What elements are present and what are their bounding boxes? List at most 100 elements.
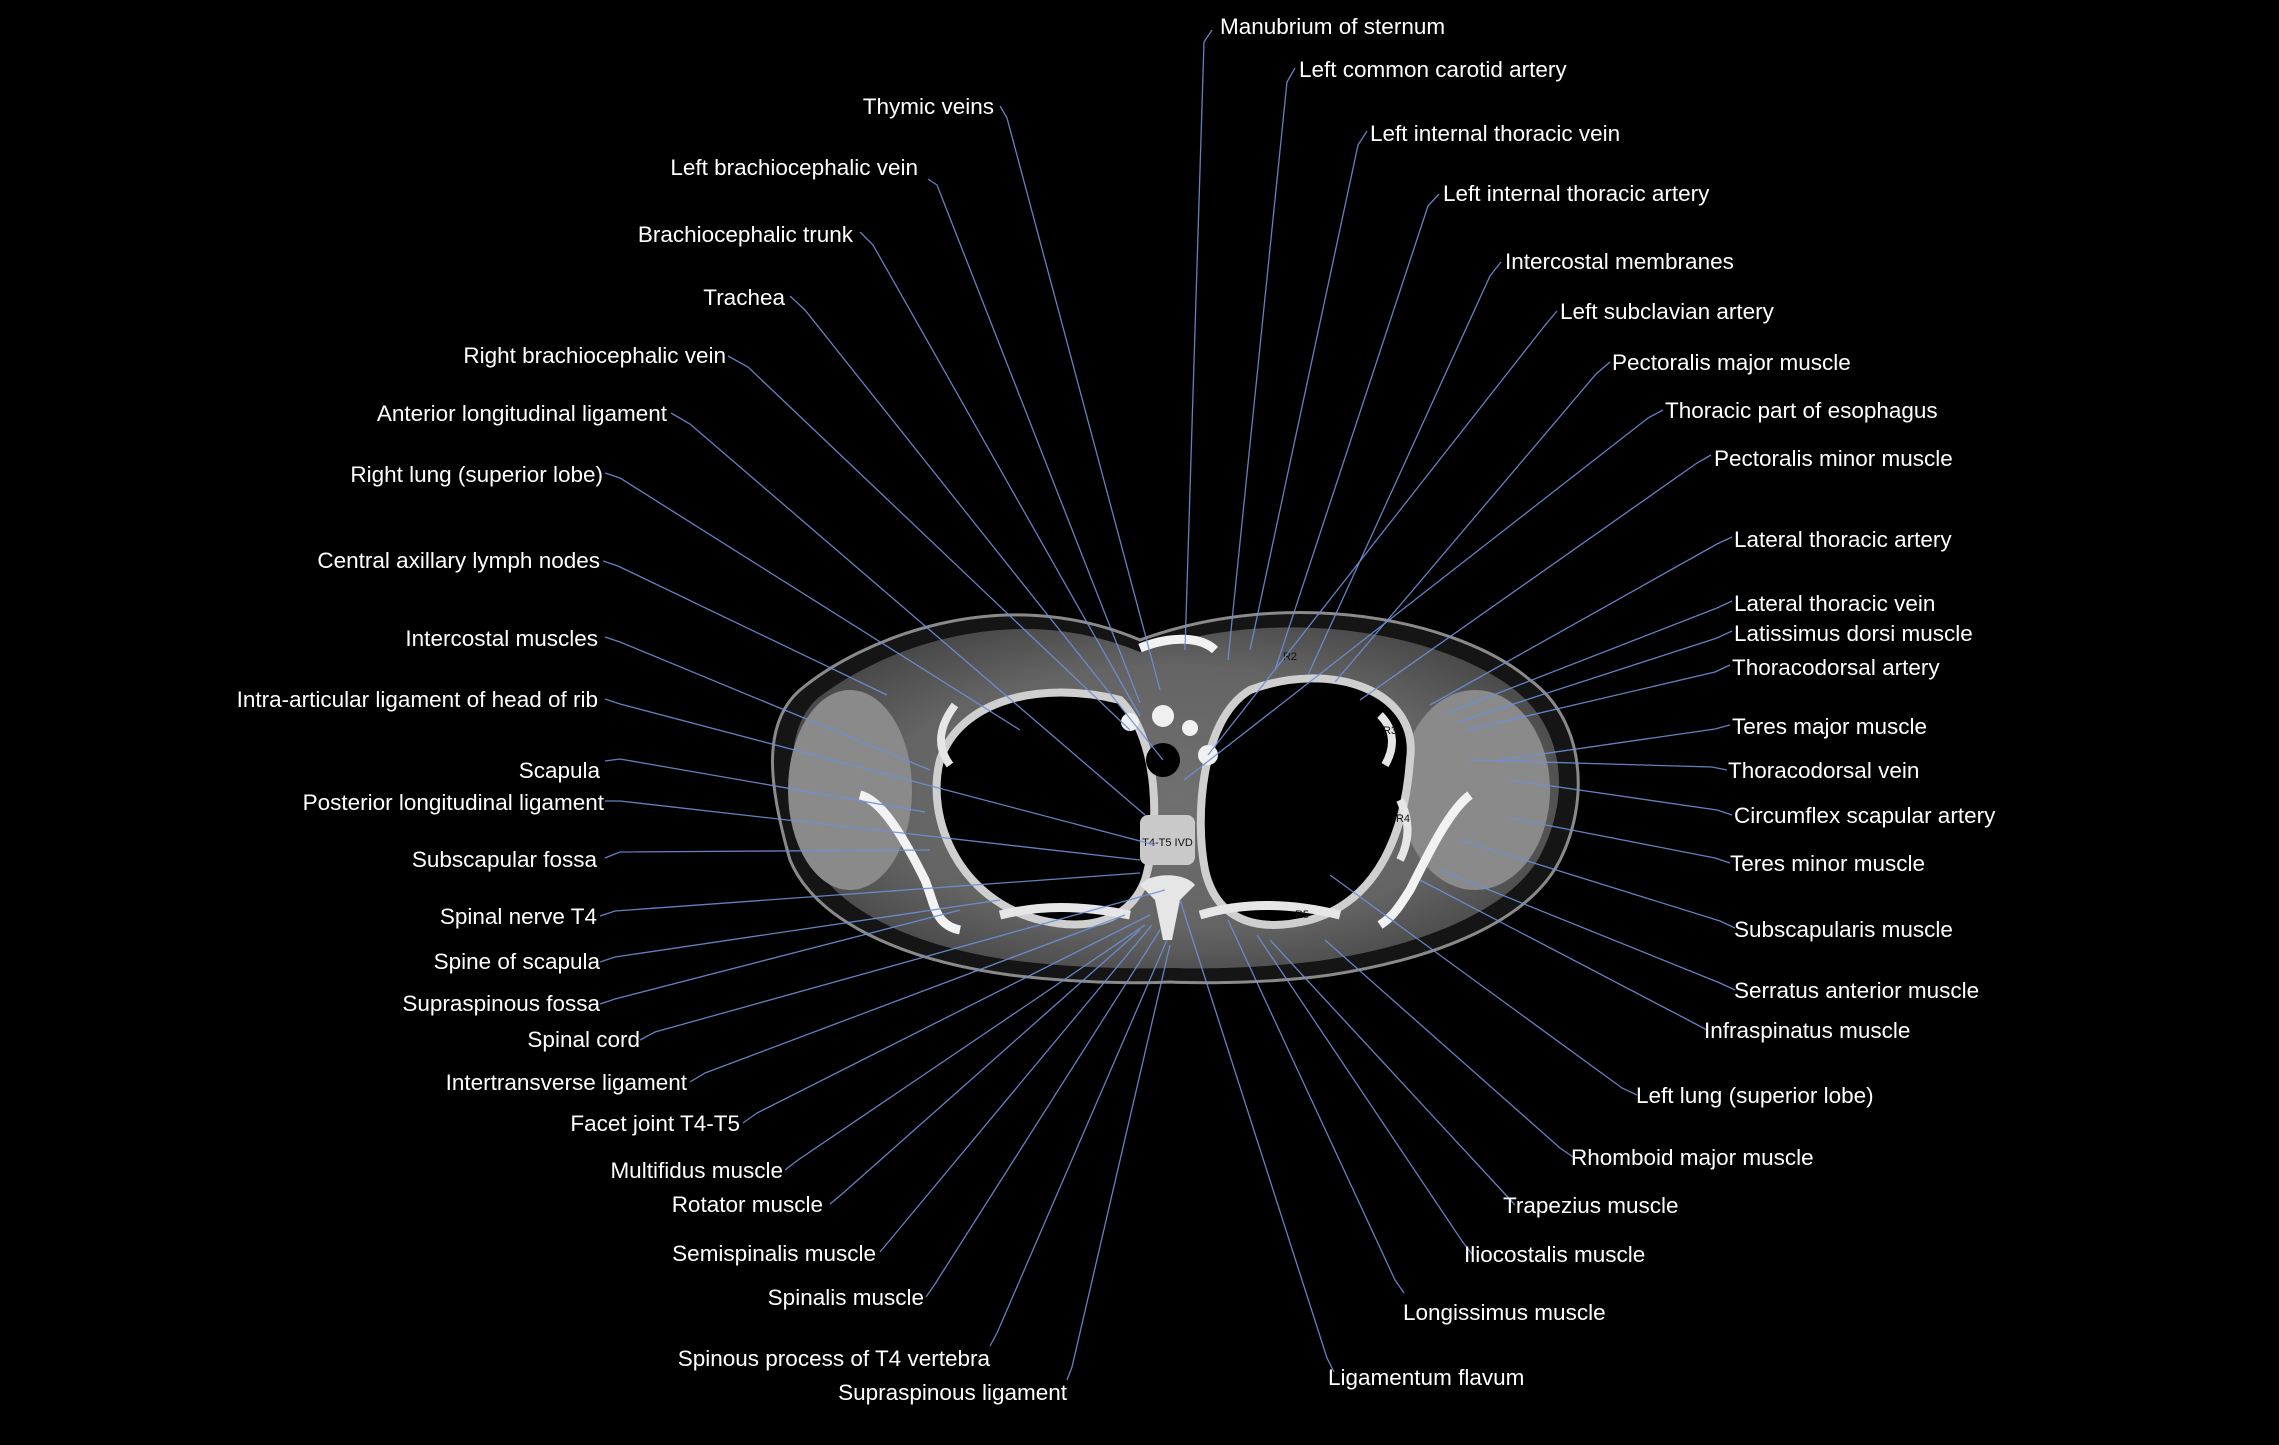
leader-line — [1249, 130, 1368, 651]
label-iliocostalis-muscle: Iliocostalis muscle — [1464, 1242, 1645, 1267]
leader-line — [1334, 361, 1611, 683]
label-right-brachiocephalic-vein: Right brachiocephalic vein — [463, 343, 726, 368]
leader-line — [639, 889, 1166, 1041]
label-supraspinous-fossa: Supraspinous fossa — [402, 991, 600, 1016]
label-thoracodorsal-vein: Thoracodorsal vein — [1728, 758, 1919, 783]
leader-line — [604, 636, 931, 771]
leader-line — [599, 899, 1001, 963]
leader-line — [1429, 536, 1733, 706]
leader-line — [599, 909, 961, 1005]
label-spinal-nerve-t4: Spinal nerve T4 — [440, 904, 597, 929]
leader-line — [927, 178, 1141, 704]
leader-line — [1256, 934, 1473, 1255]
leader-line — [1307, 261, 1502, 676]
leader-line — [670, 412, 1146, 816]
label-multifidus-muscle: Multifidus muscle — [610, 1158, 783, 1183]
label-trapezius-muscle: Trapezius muscle — [1503, 1193, 1678, 1218]
label-rotator-muscle: Rotator muscle — [672, 1192, 823, 1217]
leader-line — [859, 231, 1141, 717]
label-left-internal-thoracic-artery: Left internal thoracic artery — [1443, 181, 1710, 206]
label-subscapular-fossa: Subscapular fossa — [412, 847, 598, 872]
leader-line — [784, 924, 1146, 1171]
label-rhomboid-major-muscle: Rhomboid major muscle — [1571, 1145, 1814, 1170]
leader-line — [1179, 899, 1335, 1373]
leader-line — [1359, 454, 1712, 701]
rib-left-r4 — [1396, 798, 1412, 862]
leader-line — [1459, 839, 1736, 929]
rib-left-lateral — [1377, 712, 1396, 768]
label-intertransverse-ligament: Intertransverse ligament — [446, 1070, 688, 1095]
label-thymic-veins: Thymic veins — [863, 94, 994, 119]
label-left-brachiocephalic-vein: Left brachiocephalic vein — [670, 155, 918, 180]
leader-line — [1066, 944, 1171, 1381]
leader-line — [1227, 67, 1296, 661]
rib-left-posterior — [1198, 901, 1342, 920]
label-pectoralis-major-muscle: Pectoralis major muscle — [1612, 350, 1851, 375]
label-brachiocephalic-trunk: Brachiocephalic trunk — [638, 222, 854, 247]
label-left-subclavian-artery: Left subclavian artery — [1560, 299, 1775, 324]
label-longissimus-muscle: Longissimus muscle — [1403, 1300, 1606, 1325]
leader-line — [1227, 919, 1405, 1294]
sternum — [1138, 634, 1219, 654]
vessel-left-subclavian — [1182, 720, 1198, 736]
leader-line — [999, 105, 1161, 691]
label-serratus-anterior-muscle: Serratus anterior muscle — [1734, 978, 1979, 1003]
label-anterior-longitudinal-ligament: Anterior longitudinal ligament — [377, 401, 668, 426]
vertebral-arch — [1140, 875, 1195, 940]
label-intercostal-membranes: Intercostal membranes — [1505, 249, 1734, 274]
leader-line — [1183, 409, 1664, 781]
leader-line — [1466, 664, 1731, 731]
label-central-axillary-lymph-nodes: Central axillary lymph nodes — [317, 548, 600, 573]
leader-line — [605, 800, 1141, 861]
label-circumflex-scapular-artery: Circumflex scapular artery — [1734, 803, 1996, 828]
leader-line — [1469, 759, 1728, 771]
leader-line — [1207, 310, 1558, 756]
leader-line — [599, 872, 1141, 917]
rib-mark-r5: R5 — [1295, 909, 1309, 921]
label-ligamentum-flavum: Ligamentum flavum — [1328, 1365, 1524, 1390]
rib-mark-r4: R4 — [1396, 813, 1410, 825]
leader-line — [1274, 193, 1440, 671]
anatomy-labels: Manubrium of sternum Left common carotid… — [237, 14, 1997, 1405]
label-posterior-longitudinal-ligament: Posterior longitudinal ligament — [303, 790, 605, 815]
label-teres-minor-muscle: Teres minor muscle — [1730, 851, 1925, 876]
leader-line — [604, 758, 926, 813]
leader-line — [604, 472, 1021, 731]
leader-line — [1329, 874, 1638, 1096]
right-shoulder-muscle — [788, 690, 912, 890]
rib-right-posterior — [998, 903, 1131, 920]
scapula-left — [1377, 791, 1473, 929]
leader-line — [1269, 939, 1516, 1206]
label-spinal-cord: Spinal cord — [527, 1027, 640, 1052]
leader-line — [1457, 630, 1733, 723]
label-lateral-thoracic-artery: Lateral thoracic artery — [1734, 527, 1952, 552]
label-latissimus-dorsi-muscle: Latissimus dorsi muscle — [1734, 621, 1973, 646]
label-left-common-carotid-artery: Left common carotid artery — [1299, 57, 1567, 82]
label-manubrium-of-sternum: Manubrium of sternum — [1220, 14, 1445, 39]
leader-line — [829, 929, 1141, 1205]
vertebral-body — [1140, 815, 1195, 865]
leader-line — [1499, 724, 1731, 761]
leader-line — [604, 849, 931, 859]
leader-line — [1439, 869, 1736, 991]
ct-scan-image: T4-T5 IVD R2 R3 R4 R5 — [771, 611, 1580, 985]
label-spinous-process-of-t4-vertebra: Spinous process of T4 vertebra — [678, 1346, 991, 1371]
leader-line — [602, 560, 888, 696]
label-infraspinatus-muscle: Infraspinatus muscle — [1704, 1018, 1910, 1043]
label-intercostal-muscles: Intercostal muscles — [405, 626, 598, 651]
label-scapula: Scapula — [519, 758, 601, 783]
label-left-internal-thoracic-vein: Left internal thoracic vein — [1370, 121, 1620, 146]
leader-line — [879, 924, 1153, 1253]
label-thoracic-part-of-esophagus: Thoracic part of esophagus — [1665, 398, 1938, 423]
label-right-lung-superior-lobe: Right lung (superior lobe) — [350, 462, 603, 487]
label-intra-articular-ligament-of-head-of-rib: Intra-articular ligament of head of rib — [237, 687, 598, 712]
leader-line — [1184, 29, 1213, 651]
leader-line — [1509, 779, 1733, 816]
vessel-left-carotid — [1152, 705, 1174, 727]
label-subscapularis-muscle: Subscapularis muscle — [1734, 917, 1953, 942]
label-left-lung-superior-lobe: Left lung (superior lobe) — [1636, 1083, 1874, 1108]
label-teres-major-muscle: Teres major muscle — [1732, 714, 1927, 739]
leader-lines — [599, 29, 1736, 1381]
leader-line — [1446, 600, 1733, 714]
